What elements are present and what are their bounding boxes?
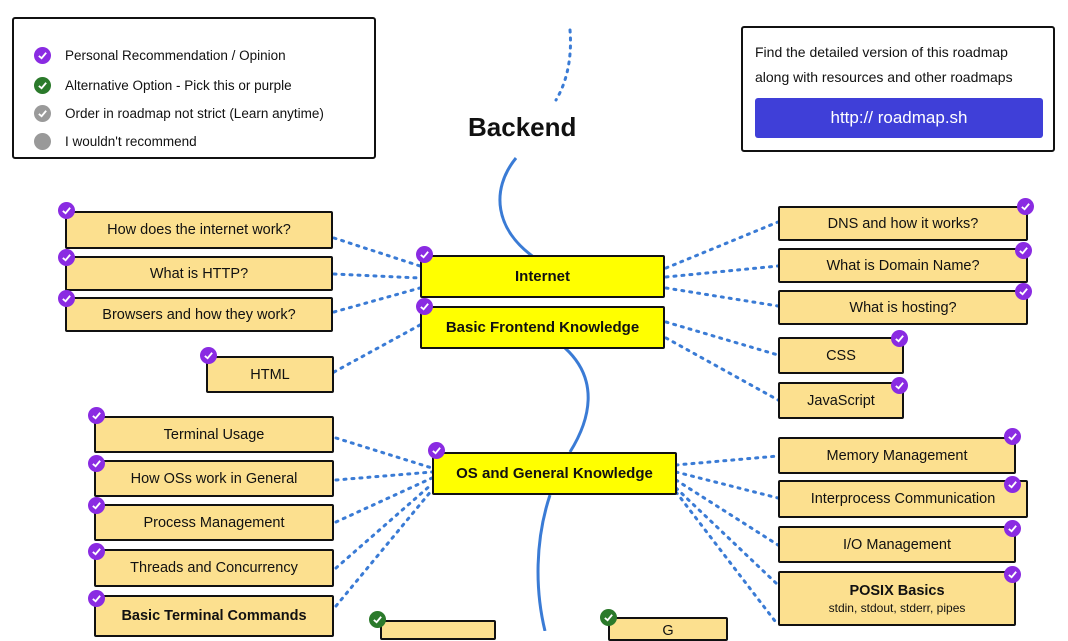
node-posix[interactable]: POSIX Basics stdin, stdout, stderr, pipe… — [778, 571, 1016, 626]
purple-check-icon — [891, 377, 908, 394]
node-commands-label: Basic Terminal Commands — [121, 608, 307, 624]
legend-label: I wouldn't recommend — [65, 133, 197, 149]
legend-box: Personal Recommendation / Opinion Altern… — [12, 17, 376, 159]
node-io[interactable]: I/O Management — [778, 526, 1016, 563]
roadmap-link-button[interactable]: http:// roadmap.sh — [755, 98, 1043, 138]
node-bottom-right-stub[interactable]: G — [608, 617, 728, 641]
main-spine-2 — [563, 346, 590, 453]
green-check-icon — [34, 76, 51, 94]
purple-check-icon — [1015, 283, 1032, 300]
legend-label: Alternative Option - Pick this or purple — [65, 77, 292, 93]
purple-check-icon — [58, 290, 75, 307]
node-threads[interactable]: Threads and Concurrency — [94, 549, 334, 587]
node-internet-work[interactable]: How does the internet work? — [65, 211, 333, 249]
purple-check-icon — [1004, 476, 1021, 493]
node-os-general[interactable]: OS and General Knowledge — [432, 452, 677, 495]
node-basic-frontend[interactable]: Basic Frontend Knowledge — [420, 306, 665, 349]
purple-check-icon — [428, 442, 445, 459]
node-javascript[interactable]: JavaScript — [778, 382, 904, 419]
purple-check-icon — [1017, 198, 1034, 215]
purple-check-icon — [1004, 566, 1021, 583]
node-oss[interactable]: How OSs work in General — [94, 460, 334, 497]
purple-check-icon — [88, 455, 105, 472]
main-spine — [498, 157, 536, 260]
legend-row-gray: Order in roadmap not strict (Learn anyti… — [34, 103, 324, 123]
node-posix-label: POSIX Basics — [849, 582, 945, 599]
main-spine-3 — [536, 494, 552, 631]
node-posix-sub: stdin, stdout, stderr, pipes — [828, 600, 966, 615]
purple-check-icon — [88, 543, 105, 560]
green-check-icon — [369, 611, 386, 628]
page-title: Backend — [468, 112, 577, 142]
info-box: Find the detailed version of this roadma… — [741, 26, 1055, 152]
green-check-icon — [600, 609, 617, 626]
gray-circle-icon — [34, 132, 51, 150]
legend-label: Order in roadmap not strict (Learn anyti… — [65, 105, 324, 121]
node-commands[interactable]: Basic Terminal Commands — [94, 595, 334, 637]
legend-row-green: Alternative Option - Pick this or purple — [34, 75, 292, 95]
purple-check-icon — [200, 347, 217, 364]
node-html[interactable]: HTML — [206, 356, 334, 393]
purple-check-icon — [58, 249, 75, 266]
node-memory[interactable]: Memory Management — [778, 437, 1016, 474]
legend-label: Personal Recommendation / Opinion — [65, 47, 286, 63]
info-line-1: Find the detailed version of this roadma… — [755, 44, 1008, 60]
node-process[interactable]: Process Management — [94, 504, 334, 541]
purple-check-icon — [88, 497, 105, 514]
node-http[interactable]: What is HTTP? — [65, 256, 333, 291]
node-bottom-left-stub[interactable] — [380, 620, 496, 640]
purple-check-icon — [34, 46, 51, 64]
purple-check-icon — [1004, 520, 1021, 537]
purple-check-icon — [58, 202, 75, 219]
purple-check-icon — [1015, 242, 1032, 259]
top-dotted-line — [554, 28, 572, 102]
legend-row-not-recommended: I wouldn't recommend — [34, 131, 197, 151]
node-hosting[interactable]: What is hosting? — [778, 290, 1028, 325]
node-internet[interactable]: Internet — [420, 255, 665, 298]
purple-check-icon — [416, 246, 433, 263]
info-line-2: along with resources and other roadmaps — [755, 69, 1013, 85]
purple-check-icon — [891, 330, 908, 347]
node-css[interactable]: CSS — [778, 337, 904, 374]
node-ipc[interactable]: Interprocess Communication — [778, 480, 1028, 518]
node-terminal[interactable]: Terminal Usage — [94, 416, 334, 453]
purple-check-icon — [1004, 428, 1021, 445]
node-domain[interactable]: What is Domain Name? — [778, 248, 1028, 283]
purple-check-icon — [88, 407, 105, 424]
purple-check-icon — [88, 590, 105, 607]
gray-check-icon — [34, 104, 51, 122]
node-dns[interactable]: DNS and how it works? — [778, 206, 1028, 241]
purple-check-icon — [416, 298, 433, 315]
node-browsers[interactable]: Browsers and how they work? — [65, 297, 333, 332]
legend-row-purple: Personal Recommendation / Opinion — [34, 45, 286, 65]
